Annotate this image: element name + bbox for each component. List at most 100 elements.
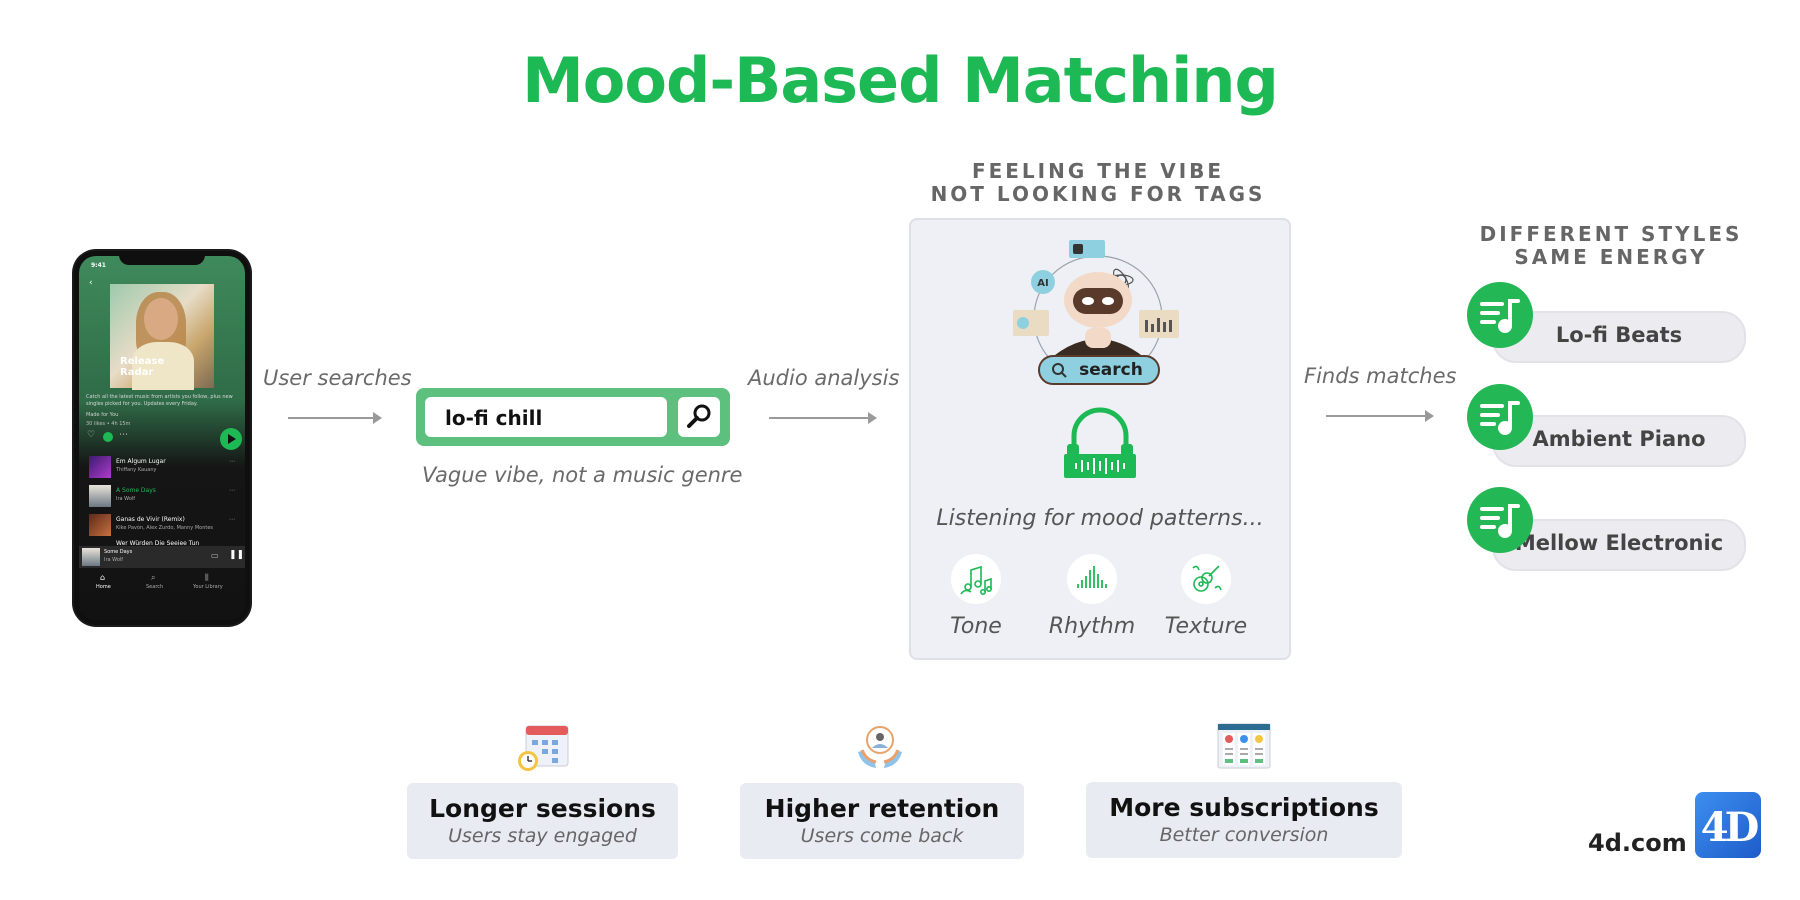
devices-icon[interactable]: ▭: [211, 551, 219, 560]
track-artist: Thiffany Kauany: [116, 467, 157, 473]
outcome-card: Longer sessions Users stay engaged: [407, 783, 678, 859]
outcome-title: More subscriptions: [1109, 793, 1379, 822]
track-art: [89, 485, 111, 507]
headphones-icon: [1064, 407, 1136, 478]
search-input[interactable]: lo-fi chill: [425, 397, 667, 437]
music-notes-icon: [960, 565, 992, 595]
site-name[interactable]: 4d.com: [1588, 829, 1687, 857]
page-title: Mood-Based Matching: [522, 44, 1279, 117]
result-item[interactable]: Ambient Piano: [1492, 415, 1746, 467]
feature-tone: Tone: [950, 614, 1002, 639]
outcome-subtitle: Users stay engaged: [448, 825, 637, 847]
bars-icon: [1077, 566, 1107, 588]
back-icon[interactable]: ‹: [89, 278, 93, 288]
robot-icon: AI search: [1013, 240, 1179, 385]
phone-mockup: 9:41 ‹ Release Radar Catch all the lates…: [74, 251, 250, 625]
result-item[interactable]: Lo-fi Beats: [1492, 311, 1746, 363]
track-artist: Kike Pavón, Alex Zurdo, Manny Montes: [116, 525, 214, 531]
outcome-title: Higher retention: [764, 794, 1000, 823]
cover-body: [132, 342, 194, 390]
result-label: Mellow Electronic: [1514, 531, 1724, 555]
playlist-meta: 30 likes • 4h 15m: [86, 421, 131, 427]
library-icon[interactable]: ⫼: [205, 573, 209, 582]
track-more-icon[interactable]: ⋯: [229, 458, 235, 465]
calendar-clock-icon: [518, 725, 569, 771]
results-heading-line1: DIFFERENT STYLES: [1479, 222, 1743, 246]
result-label: Ambient Piano: [1532, 427, 1706, 451]
brand-logo: 4D: [1695, 792, 1761, 858]
playlist-icon: [1467, 487, 1533, 553]
track-more-icon[interactable]: ⋯: [229, 487, 235, 494]
panel-heading-line1: FEELING THE VIBE: [971, 159, 1225, 183]
track-title[interactable]: Em Algum Lugar: [116, 458, 166, 465]
track-title[interactable]: Ganas de Vivir (Remix): [116, 516, 185, 523]
robot-ai-label: AI: [1037, 278, 1048, 289]
arrow-right-icon: [1326, 410, 1434, 422]
made-for: Made for You: [86, 412, 119, 418]
phone-screen: 9:41 ‹ Release Radar Catch all the lates…: [79, 256, 245, 620]
finds-matches-label: Finds matches: [1304, 364, 1457, 388]
search-query: lo-fi chill: [445, 406, 543, 430]
arrow-right-icon: [288, 412, 382, 424]
tone-icon: [951, 554, 1001, 604]
outcome-subtitle: Better conversion: [1159, 824, 1329, 846]
play-icon: [228, 434, 236, 444]
cover-face: [144, 298, 178, 340]
search-button[interactable]: [678, 397, 720, 437]
outcome-subtitle: Users come back: [800, 825, 964, 847]
outcome-title: Longer sessions: [429, 794, 656, 823]
panel-heading: FEELING THE VIBE NOT LOOKING FOR TAGS: [898, 160, 1298, 206]
pricing-plans-icon: [1217, 723, 1271, 769]
playlist-icon: [1467, 384, 1533, 450]
download-icon[interactable]: [103, 432, 113, 442]
magnifier-icon: [687, 404, 711, 428]
user-searches-label: User searches: [263, 366, 412, 390]
cover-label: Release Radar: [120, 356, 165, 378]
track-more-icon[interactable]: ⋯: [229, 516, 235, 523]
robot-search-label: search: [1079, 360, 1143, 380]
play-button[interactable]: [220, 428, 242, 450]
track-art: [89, 456, 111, 478]
playlist-cover[interactable]: Release Radar: [110, 284, 214, 390]
result-item[interactable]: Mellow Electronic: [1492, 519, 1746, 571]
playlist-glyph: [1480, 401, 1520, 435]
track-art: [89, 514, 111, 536]
now-playing-artist: Ira Wolf: [104, 557, 124, 563]
outcome-card: Higher retention Users come back: [740, 783, 1024, 859]
feature-texture: Texture: [1164, 614, 1248, 639]
audio-analysis-label: Audio analysis: [748, 366, 900, 390]
panel-heading-line2: NOT LOOKING FOR TAGS: [930, 182, 1266, 206]
guitar-icon: [1192, 565, 1222, 592]
nav-search[interactable]: Search: [146, 584, 164, 590]
query-caption: Vague vibe, not a music genre: [422, 463, 743, 487]
playlist-glyph: [1480, 504, 1520, 538]
texture-icon: [1181, 554, 1231, 604]
now-playing-bar[interactable]: Some Days Ira Wolf ▭ ❚❚: [79, 546, 245, 568]
track-title[interactable]: Wer Würden Die Seeiee Tun: [116, 540, 200, 547]
status-time: 9:41: [91, 262, 106, 269]
user-retention-icon: [858, 726, 902, 768]
search-box[interactable]: lo-fi chill: [416, 388, 730, 446]
playlist-glyph: [1480, 299, 1520, 333]
more-icon[interactable]: ⋯: [119, 430, 128, 440]
logo-text: 4D: [1700, 804, 1760, 851]
arrow-right-icon: [769, 412, 877, 424]
results-heading-line2: SAME ENERGY: [1514, 245, 1708, 269]
listening-text: Listening for mood patterns...: [936, 506, 1264, 531]
feature-rhythm: Rhythm: [1048, 614, 1136, 639]
pause-icon[interactable]: ❚❚: [229, 550, 245, 560]
playlist-description: Catch all the latest music from artists …: [86, 394, 233, 407]
result-label: Lo-fi Beats: [1555, 323, 1683, 347]
outcome-card: More subscriptions Better conversion: [1086, 782, 1402, 858]
now-playing-art: [82, 548, 100, 566]
track-artist: Ira Wolf: [116, 496, 136, 502]
rhythm-icon: [1067, 554, 1117, 604]
home-icon[interactable]: ⌂: [100, 573, 106, 582]
heart-icon[interactable]: ♡: [87, 430, 96, 440]
nav-library[interactable]: Your Library: [193, 584, 223, 590]
track-title[interactable]: A Some Days: [116, 487, 156, 494]
nav-home[interactable]: Home: [96, 584, 111, 590]
phone-notch: [119, 251, 205, 265]
search-icon[interactable]: ⌕: [151, 573, 156, 582]
now-playing-title: Some Days: [104, 549, 133, 555]
